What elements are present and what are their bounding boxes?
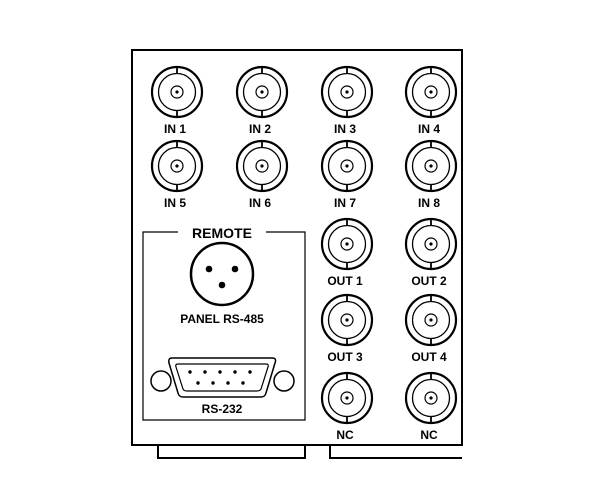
bnc-connector-out-2[interactable] <box>404 217 458 271</box>
connector-label-in-6: IN 6 <box>249 196 271 210</box>
bnc-connector-out-4[interactable] <box>404 293 458 347</box>
bnc-connector-in-2[interactable] <box>235 65 289 119</box>
connector-label-in-5: IN 5 <box>164 196 186 210</box>
mounting-screw-right-icon <box>273 370 295 392</box>
bnc-connector-out-1[interactable] <box>320 217 374 271</box>
mounting-screw-left-icon <box>150 370 172 392</box>
connector-label-in-8: IN 8 <box>418 196 440 210</box>
connector-label-out-1: OUT 1 <box>327 274 363 288</box>
remote-section-box <box>142 231 306 421</box>
bnc-connector-in-5[interactable] <box>150 139 204 193</box>
bnc-connector-out-3[interactable] <box>320 293 374 347</box>
connector-label-nc-1: NC <box>336 428 354 442</box>
rs232-label: RS-232 <box>202 402 243 416</box>
connector-label-in-2: IN 2 <box>249 122 271 136</box>
bnc-connector-in-8[interactable] <box>404 139 458 193</box>
connector-label-in-7: IN 7 <box>334 196 356 210</box>
bnc-connector-in-1[interactable] <box>150 65 204 119</box>
connector-label-out-4: OUT 4 <box>411 350 447 364</box>
connector-label-out-2: OUT 2 <box>411 274 447 288</box>
panel-rs485-label: PANEL RS-485 <box>180 312 264 326</box>
connector-label-in-4: IN 4 <box>418 122 440 136</box>
bnc-connector-in-7[interactable] <box>320 139 374 193</box>
panel-outline <box>131 49 463 446</box>
xlr-panel-connector[interactable] <box>189 241 255 307</box>
bnc-connector-in-3[interactable] <box>320 65 374 119</box>
bnc-connector-in-4[interactable] <box>404 65 458 119</box>
connector-label-in-1: IN 1 <box>164 122 186 136</box>
connector-label-in-3: IN 3 <box>334 122 356 136</box>
remote-section-title: REMOTE <box>192 225 252 241</box>
db9-serial-connector[interactable] <box>150 357 295 398</box>
bnc-connector-nc-2[interactable] <box>404 371 458 425</box>
bnc-connector-group: IN 1 IN 2 IN 3 IN 4 IN 5 IN 6 IN 7 IN 8 OUT 1 OUT… <box>150 65 458 442</box>
connector-label-nc-2: NC <box>420 428 438 442</box>
bottom-tab-right <box>329 445 462 459</box>
bnc-connector-in-6[interactable] <box>235 139 289 193</box>
connector-label-out-3: OUT 3 <box>327 350 363 364</box>
bottom-tab-left <box>157 445 306 459</box>
bnc-connector-nc-1[interactable] <box>320 371 374 425</box>
